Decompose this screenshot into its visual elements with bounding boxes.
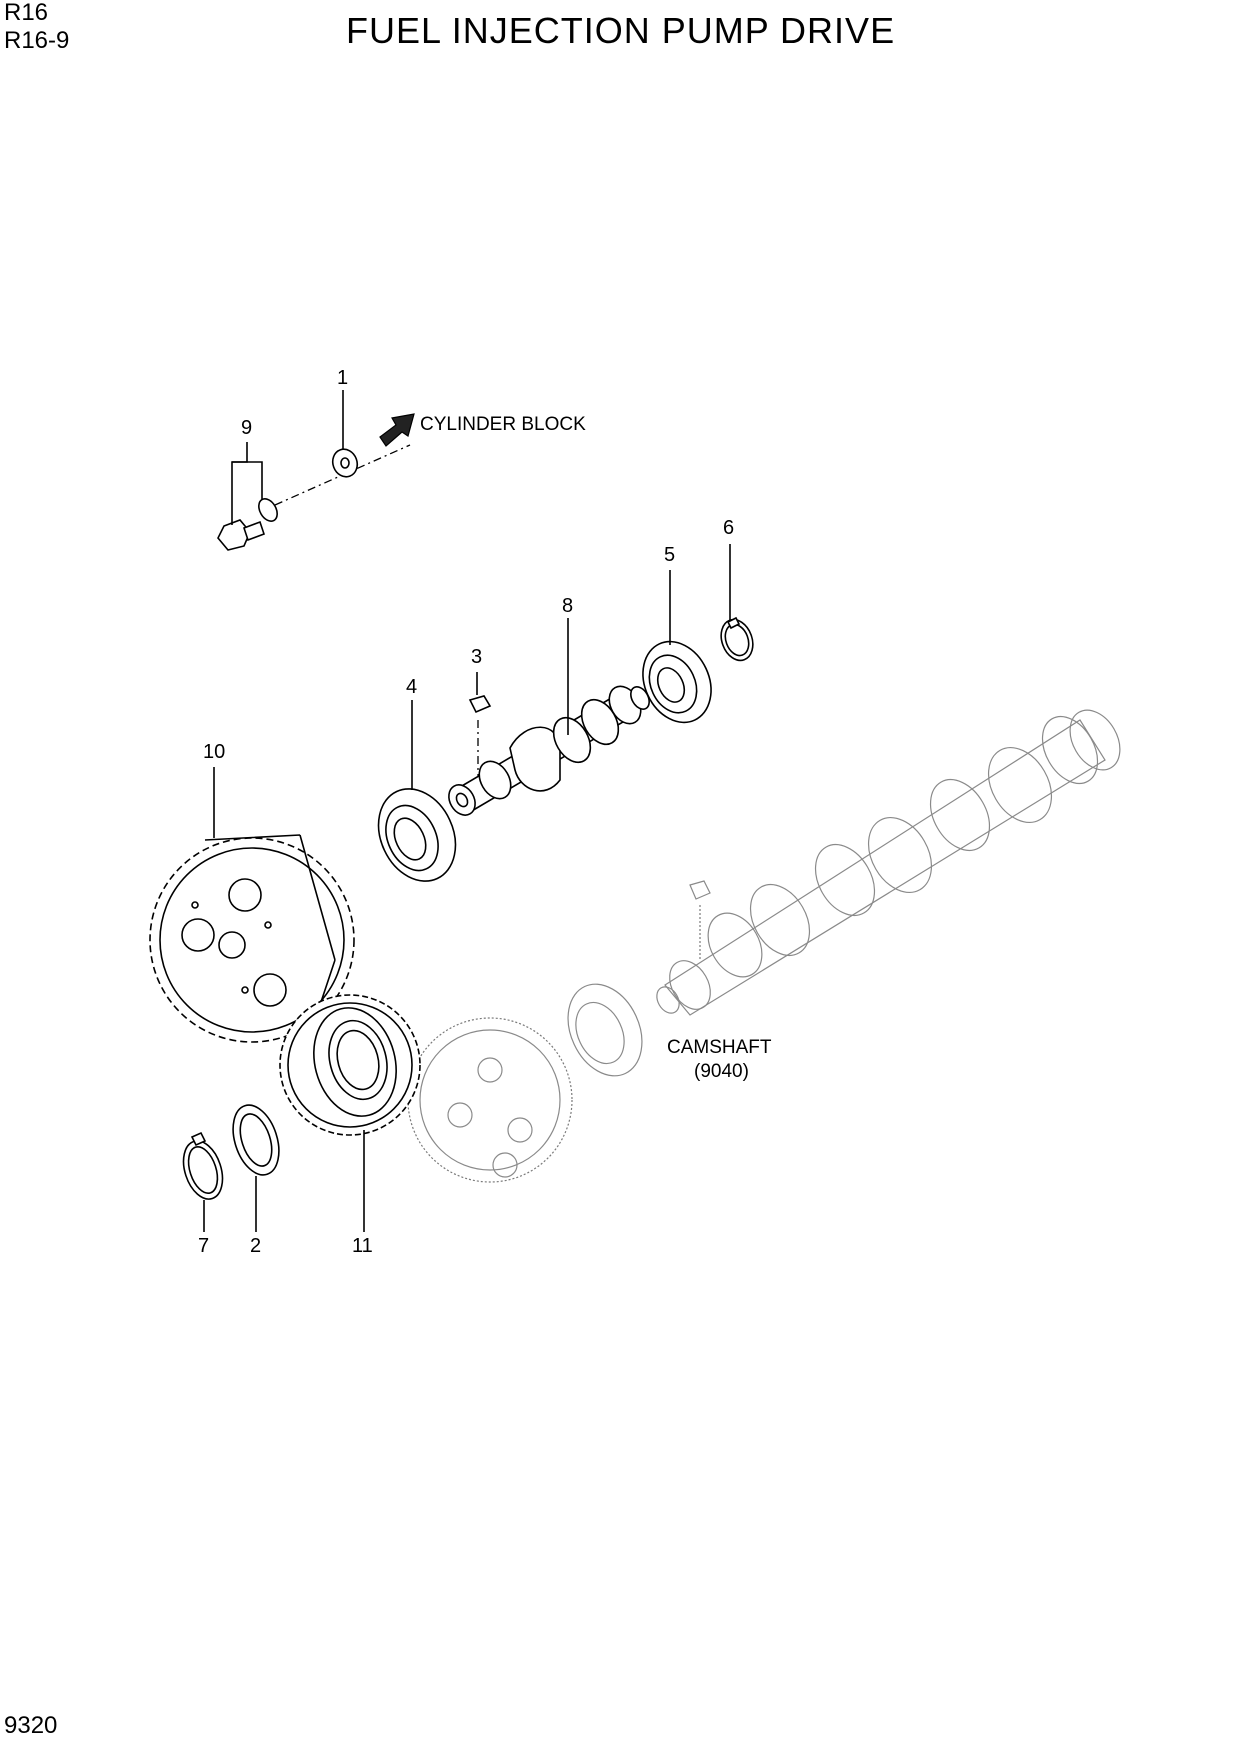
callout-10: 10	[203, 741, 225, 763]
part-11-small-gear	[279, 994, 421, 1136]
cylinder-block-label: CYLINDER BLOCK	[420, 414, 586, 435]
part-7-snap-ring	[182, 1131, 224, 1200]
callout-7: 7	[198, 1235, 209, 1257]
part-2-washer	[232, 1104, 280, 1176]
callout-3: 3	[471, 646, 482, 668]
callout-1: 1	[337, 367, 348, 389]
part-8-pump-camshaft	[448, 685, 650, 816]
callout-5: 5	[664, 544, 675, 566]
ghost-camshaft	[407, 709, 1121, 1183]
part-9-washer	[258, 498, 278, 522]
part-1-washer	[331, 448, 359, 478]
part-4-bearing	[377, 788, 457, 882]
part-3-key	[468, 695, 492, 714]
camshaft-ref-label: (9040)	[694, 1061, 749, 1082]
page-title: FUEL INJECTION PUMP DRIVE	[346, 10, 896, 51]
callout-8: 8	[562, 595, 573, 617]
part-6-snap-ring	[720, 616, 754, 662]
page-number: 9320	[4, 1712, 58, 1739]
callout-4: 4	[406, 676, 417, 698]
cylinder-block-arrow-icon	[379, 413, 415, 447]
part-9-bolt	[217, 519, 266, 551]
callout-9: 9	[241, 417, 252, 439]
callout-11: 11	[352, 1235, 373, 1257]
callout-2: 2	[250, 1235, 261, 1257]
model-label: R16	[4, 0, 49, 26]
leader-lines	[203, 390, 731, 1232]
camshaft-label: CAMSHAFT	[667, 1037, 772, 1058]
section-label: R16-9	[4, 27, 70, 54]
part-5-bearing	[642, 640, 712, 724]
callout-6: 6	[723, 517, 734, 539]
